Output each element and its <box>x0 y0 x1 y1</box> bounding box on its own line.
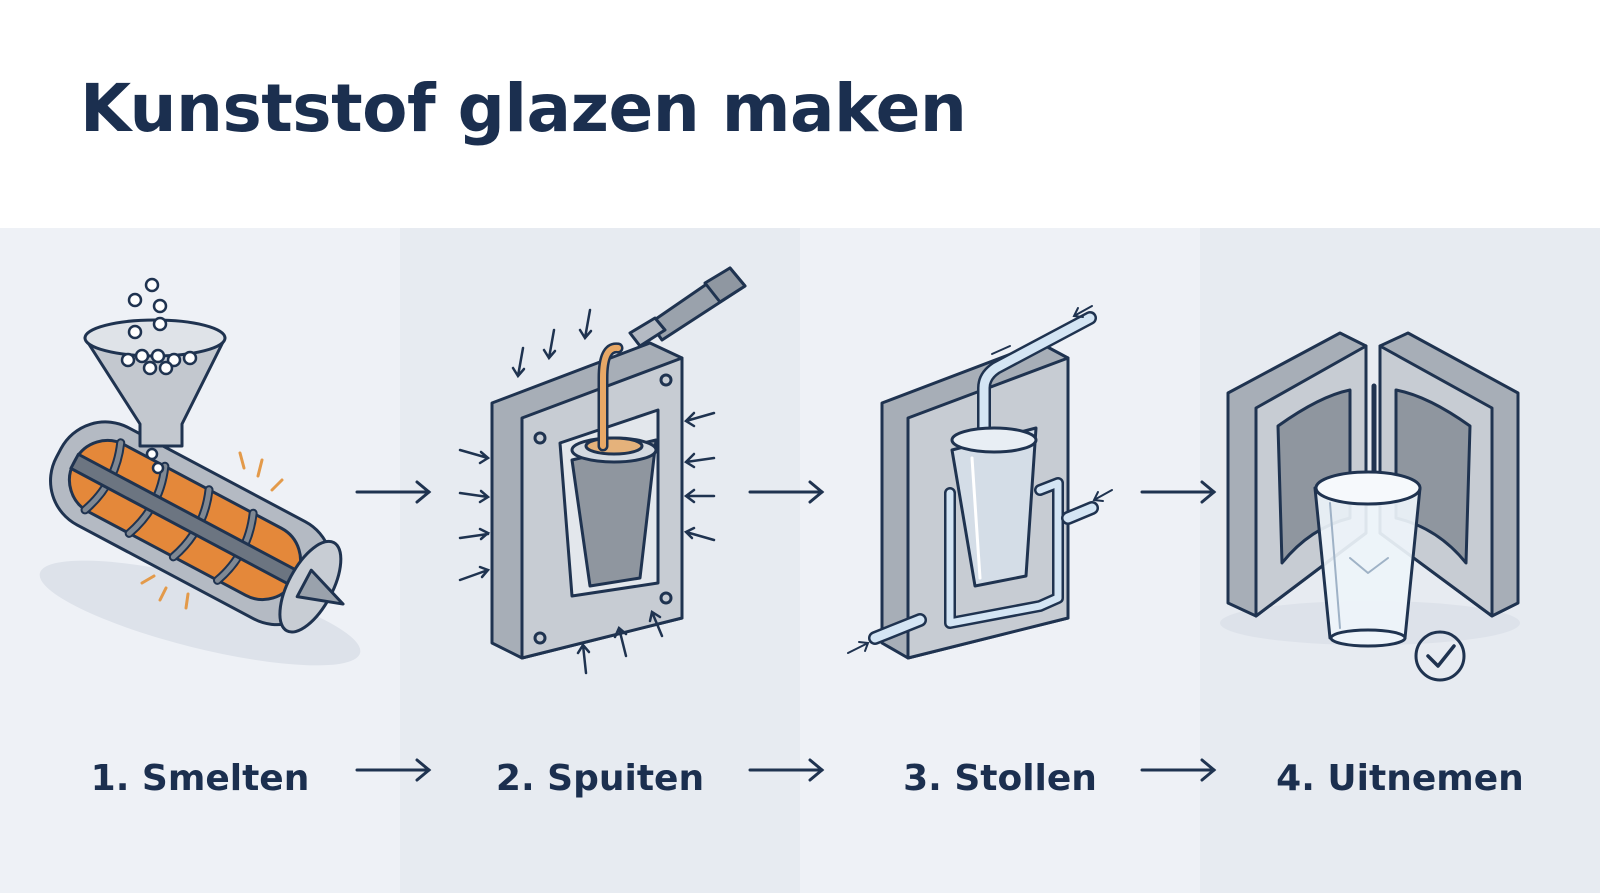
step-label-1: 1. Smelten <box>90 758 310 799</box>
page-title: Kunststof glazen maken <box>80 70 967 147</box>
hopper-extruder-icon <box>39 277 361 666</box>
arrow-right-icon <box>355 758 432 782</box>
injection-mold-icon <box>458 266 747 675</box>
arrow-right-icon <box>1140 758 1217 782</box>
step-panel-4: 4. Uitnemen <box>1200 228 1600 893</box>
open-mold-cup-icon <box>1220 331 1520 682</box>
step-panel-1: 1. Smelten <box>0 228 400 893</box>
step-label-4: 4. Uitnemen <box>1276 758 1524 799</box>
arrow-right-icon <box>748 480 825 504</box>
step-panel-3: 3. Stollen <box>800 228 1200 893</box>
arrow-right-icon <box>355 480 432 504</box>
arrow-right-icon <box>1140 480 1217 504</box>
step-label-3: 3. Stollen <box>903 758 1097 799</box>
header: Kunststof glazen maken <box>0 0 1600 228</box>
arrow-right-icon <box>748 758 825 782</box>
step-label-2: 2. Spuiten <box>495 758 705 799</box>
step-panel-2: 2. Spuiten <box>400 228 800 893</box>
cooling-mold-icon <box>847 305 1113 660</box>
